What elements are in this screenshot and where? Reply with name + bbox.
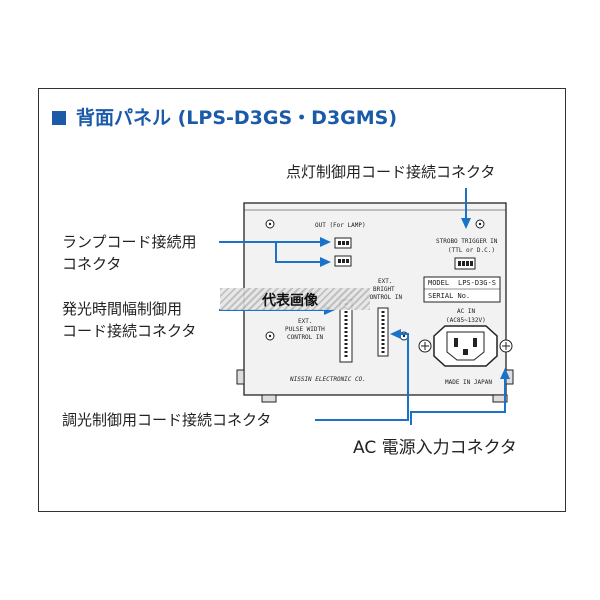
made-in-label: MADE IN JAPAN — [445, 379, 492, 386]
watermark-text: 代表画像 — [262, 293, 318, 309]
label-ac-power: AC 電源入力コネクタ — [353, 438, 517, 458]
ext-pulse-line3: CONTROL IN — [287, 334, 324, 341]
ac-inlet — [418, 325, 513, 367]
lamp-connector-2 — [334, 255, 352, 267]
strobo-trigger-connector — [454, 257, 476, 270]
figure-title: 背面パネル (LPS-D3GS・D3GMS) — [52, 103, 397, 130]
label-lighting-control: 点灯制御用コード接続コネクタ — [286, 163, 496, 181]
model-label: MODEL — [428, 279, 450, 287]
ext-bright-line1: EXT. — [378, 278, 393, 285]
ext-bright-line2: BRIGHT — [373, 286, 395, 293]
label-pulse-control-line1: 発光時間幅制御用 — [62, 300, 183, 318]
model-value: LPS-D3G-S — [458, 279, 496, 287]
out-lamp-label: OUT (For LAMP) — [315, 222, 366, 229]
label-lamp-cord-line1: ランプコード接続用 — [62, 233, 197, 251]
bright-control-connector — [377, 307, 389, 357]
ext-pulse-line2: PULSE WIDTH — [285, 326, 325, 333]
watermark-band — [220, 288, 370, 310]
serial-label: SERIAL No. — [428, 292, 471, 300]
lamp-connector-1 — [334, 237, 352, 249]
callout-arrows — [219, 188, 510, 425]
strobo-label-line1: STROBO TRIGGER IN — [436, 238, 498, 245]
ext-pulse-line1: EXT. — [298, 318, 313, 325]
label-pulse-control-line2: コード接続コネクタ — [62, 322, 197, 340]
strobo-label-line2: (TTL or D.C.) — [448, 247, 495, 254]
ac-in-line2: (AC85~132V) — [446, 317, 486, 324]
label-lamp-cord-line2: コネクタ — [62, 255, 122, 273]
ac-in-line1: AC IN — [457, 308, 476, 315]
model-plate — [423, 276, 501, 303]
label-dimming-control: 調光制御用コード接続コネクタ — [62, 411, 272, 429]
maker-label: NISSIN ELECTRONIC CO. — [290, 376, 366, 383]
title-square-icon — [52, 111, 66, 125]
title-text: 背面パネル (LPS-D3GS・D3GMS) — [76, 107, 398, 129]
ext-bright-line3: CONTROL IN — [366, 294, 403, 301]
